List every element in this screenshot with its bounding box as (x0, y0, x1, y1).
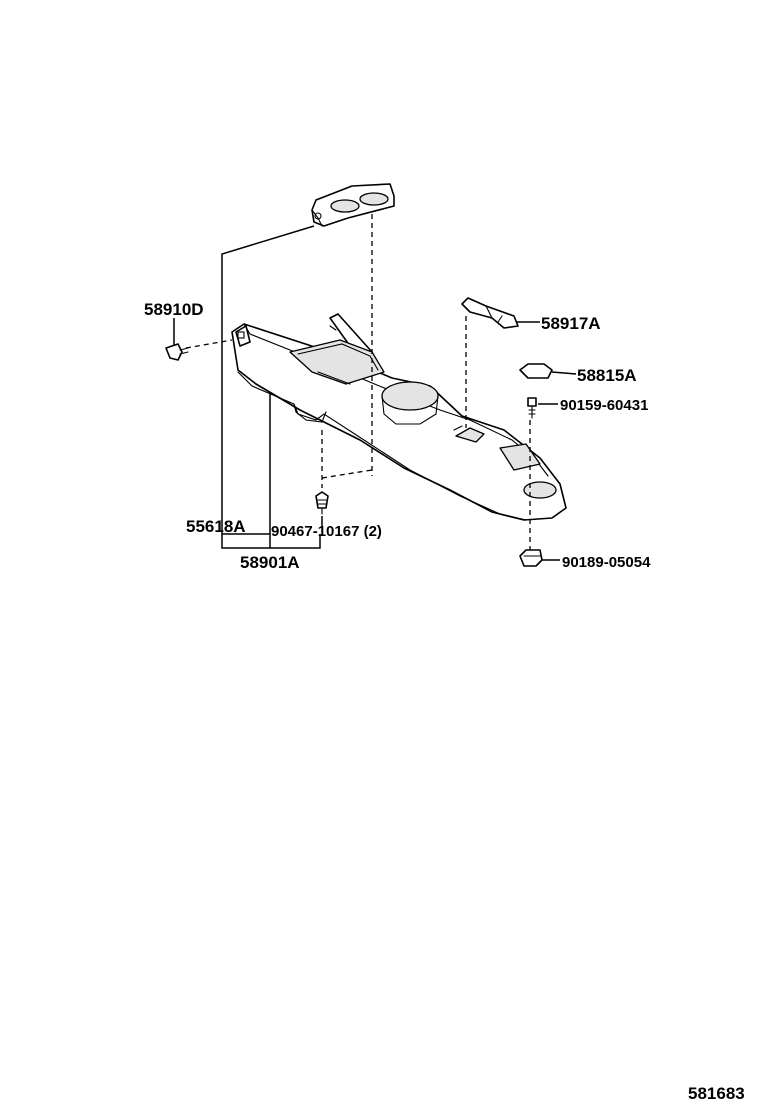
label-90189-05054: 90189-05054 (562, 554, 651, 571)
cover-piece (461, 297, 519, 329)
leader-lines (173, 225, 577, 561)
assembly-lines (185, 214, 531, 550)
label-58815A: 58815A (577, 366, 637, 385)
cup-holder-bracket (311, 183, 395, 227)
grommet-90189 (519, 549, 543, 567)
label-90467-10167: 90467-10167 (2) (271, 523, 382, 540)
cap-disc (519, 363, 553, 379)
label-58901A: 58901A (240, 553, 300, 572)
push-clip (165, 343, 189, 361)
console-box (231, 313, 567, 521)
label-58910D: 58910D (144, 300, 204, 319)
label-90159-60431: 90159-60431 (560, 397, 648, 414)
figure-number: 581683 (688, 1084, 745, 1103)
label-58917A: 58917A (541, 314, 601, 333)
clip-90467 (315, 491, 329, 515)
label-55618A: 55618A (186, 517, 246, 536)
screw-90159 (527, 397, 537, 419)
part-labels: 58910D 58917A 58815A 90159-60431 55618A … (144, 300, 745, 1103)
